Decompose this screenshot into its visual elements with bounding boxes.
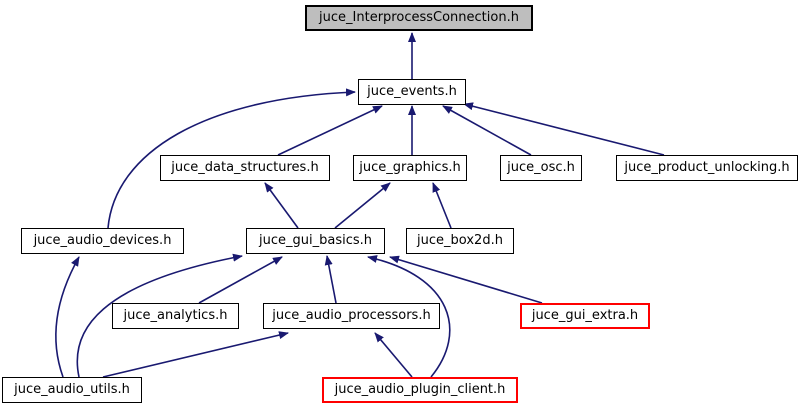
edge-product-unlocking-to-events (463, 102, 665, 156)
edge-box2d-to-graphics (432, 182, 452, 229)
node-audio-plugin-client[interactable]: juce_audio_plugin_client.h (322, 377, 518, 403)
node-data-structures[interactable]: juce_data_structures.h (160, 155, 330, 181)
node-audio-utils[interactable]: juce_audio_utils.h (2, 377, 142, 403)
node-product-unlocking[interactable]: juce_product_unlocking.h (616, 155, 798, 181)
node-audio-processors[interactable]: juce_audio_processors.h (263, 303, 440, 329)
node-graphics[interactable]: juce_graphics.h (353, 155, 467, 181)
node-box2d[interactable]: juce_box2d.h (406, 228, 514, 254)
edge-gui-extra-to-gui-basics (389, 255, 543, 304)
node-analytics[interactable]: juce_analytics.h (112, 303, 239, 329)
edge-analytics-to-gui-basics (198, 256, 283, 304)
edge-osc-to-events (442, 105, 532, 156)
edge-plugin-client-to-audio-processors (374, 332, 413, 378)
edge-data-structures-to-events (277, 105, 383, 156)
edge-audio-devices-to-events (107, 88, 356, 229)
node-gui-extra[interactable]: juce_gui_extra.h (520, 303, 650, 329)
edge-audio-utils-to-gui-basics (76, 253, 243, 378)
node-events[interactable]: juce_events.h (358, 79, 466, 105)
node-osc[interactable]: juce_osc.h (500, 155, 582, 181)
edge-audio-processors-to-gui-basics (324, 255, 337, 304)
edge-audio-utils-to-audio-processors (102, 331, 289, 378)
edge-plugin-client-to-gui-basics (367, 255, 451, 378)
node-interprocess-connection: juce_InterprocessConnection.h (305, 5, 533, 31)
edge-audio-utils-to-audio-devices (55, 256, 80, 378)
edge-gui-basics-to-graphics (334, 182, 391, 229)
node-gui-basics[interactable]: juce_gui_basics.h (246, 228, 385, 254)
node-audio-devices[interactable]: juce_audio_devices.h (21, 228, 184, 254)
edge-gui-basics-to-data-structures (264, 182, 299, 229)
